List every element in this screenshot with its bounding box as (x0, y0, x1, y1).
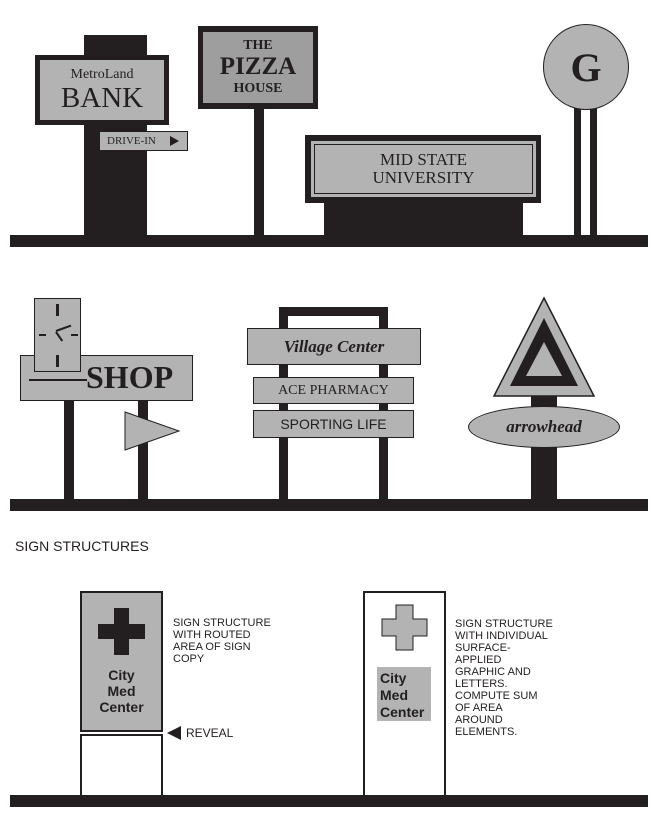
pizza-the: THE (243, 37, 273, 53)
pizza-post (254, 100, 264, 240)
routed-sign-panel: City Med Center (80, 591, 163, 732)
ground-line-3 (10, 795, 648, 807)
shop-post-left (64, 380, 74, 505)
university-sign-face (311, 141, 536, 197)
outline-cross-icon (381, 604, 428, 651)
section-title: SIGN STRUCTURES (15, 538, 149, 554)
ace-pharmacy-panel: ACE PHARMACY (253, 377, 414, 404)
pennant-icon (124, 411, 181, 451)
ground-line-2 (10, 499, 648, 511)
pizza-house: HOUSE (233, 80, 283, 96)
village-post-right (379, 307, 388, 507)
arrowhead-oval: arrowhead (468, 406, 620, 448)
reveal-label: REVEAL (186, 726, 234, 740)
village-frame-top (279, 307, 388, 316)
drive-in-label: DRIVE-IN (107, 135, 156, 147)
shop-label: SHOP (86, 359, 174, 395)
university-inner-frame: MID STATE UNIVERSITY (314, 144, 533, 194)
row2-signs: SHOP Village Center ACE PHARMACY SPORTIN… (0, 280, 657, 520)
sporting-life-label: SPORTING LIFE (280, 416, 387, 432)
triangle-icon (492, 296, 596, 398)
bank-sign-face: MetroLand BANK (40, 60, 164, 120)
village-post-left (279, 307, 288, 507)
routed-med: Med (107, 683, 136, 699)
cross-icon (98, 608, 145, 655)
applied-sign-panel (363, 591, 446, 796)
ground-line-1 (10, 235, 648, 247)
routed-base (80, 734, 163, 804)
arrowhead-label: arrowhead (506, 417, 582, 436)
routed-structure: City Med Center REVEAL SIGN STRUCTURE WI… (0, 580, 330, 825)
g-post-right (590, 105, 597, 240)
pizza-pizza: PIZZA (219, 52, 297, 80)
clock-icon (34, 298, 81, 372)
bank-name-large: BANK (60, 82, 144, 114)
university-line2: UNIVERSITY (372, 168, 475, 187)
applied-letters-block: City Med Center (377, 667, 431, 721)
shop-underline (29, 379, 87, 381)
routed-center: Center (99, 699, 144, 715)
applied-city: City (380, 670, 407, 686)
village-title-panel: Village Center (247, 328, 421, 365)
arrow-right-icon (170, 136, 179, 146)
reveal-arrow-icon (167, 726, 181, 740)
g-letter: G (570, 44, 602, 90)
applied-med: Med (380, 687, 408, 703)
row1-signs: MetroLand BANK DRIVE-IN THE PIZZA HOUSE … (0, 0, 657, 250)
routed-caption: SIGN STRUCTURE WITH ROUTED AREA OF SIGN … (173, 617, 271, 665)
g-post-left (574, 105, 581, 240)
drive-in-sign: DRIVE-IN (99, 131, 188, 151)
applied-caption: SIGN STRUCTURE WITH INDIVIDUAL SURFACE- … (455, 618, 553, 738)
routed-city: City (108, 667, 135, 683)
village-title: Village Center (283, 336, 385, 356)
g-sign-circle: G (543, 24, 629, 110)
pizza-sign-face: THE PIZZA HOUSE (203, 32, 313, 103)
bank-name-small: MetroLand (70, 67, 134, 82)
sporting-life-panel: SPORTING LIFE (253, 410, 414, 438)
applied-center: Center (380, 704, 425, 720)
ace-pharmacy-label: ACE PHARMACY (278, 382, 389, 398)
university-line1: MID STATE (380, 150, 467, 169)
applied-structure: City Med Center SIGN STRUCTURE WITH INDI… (330, 580, 657, 825)
